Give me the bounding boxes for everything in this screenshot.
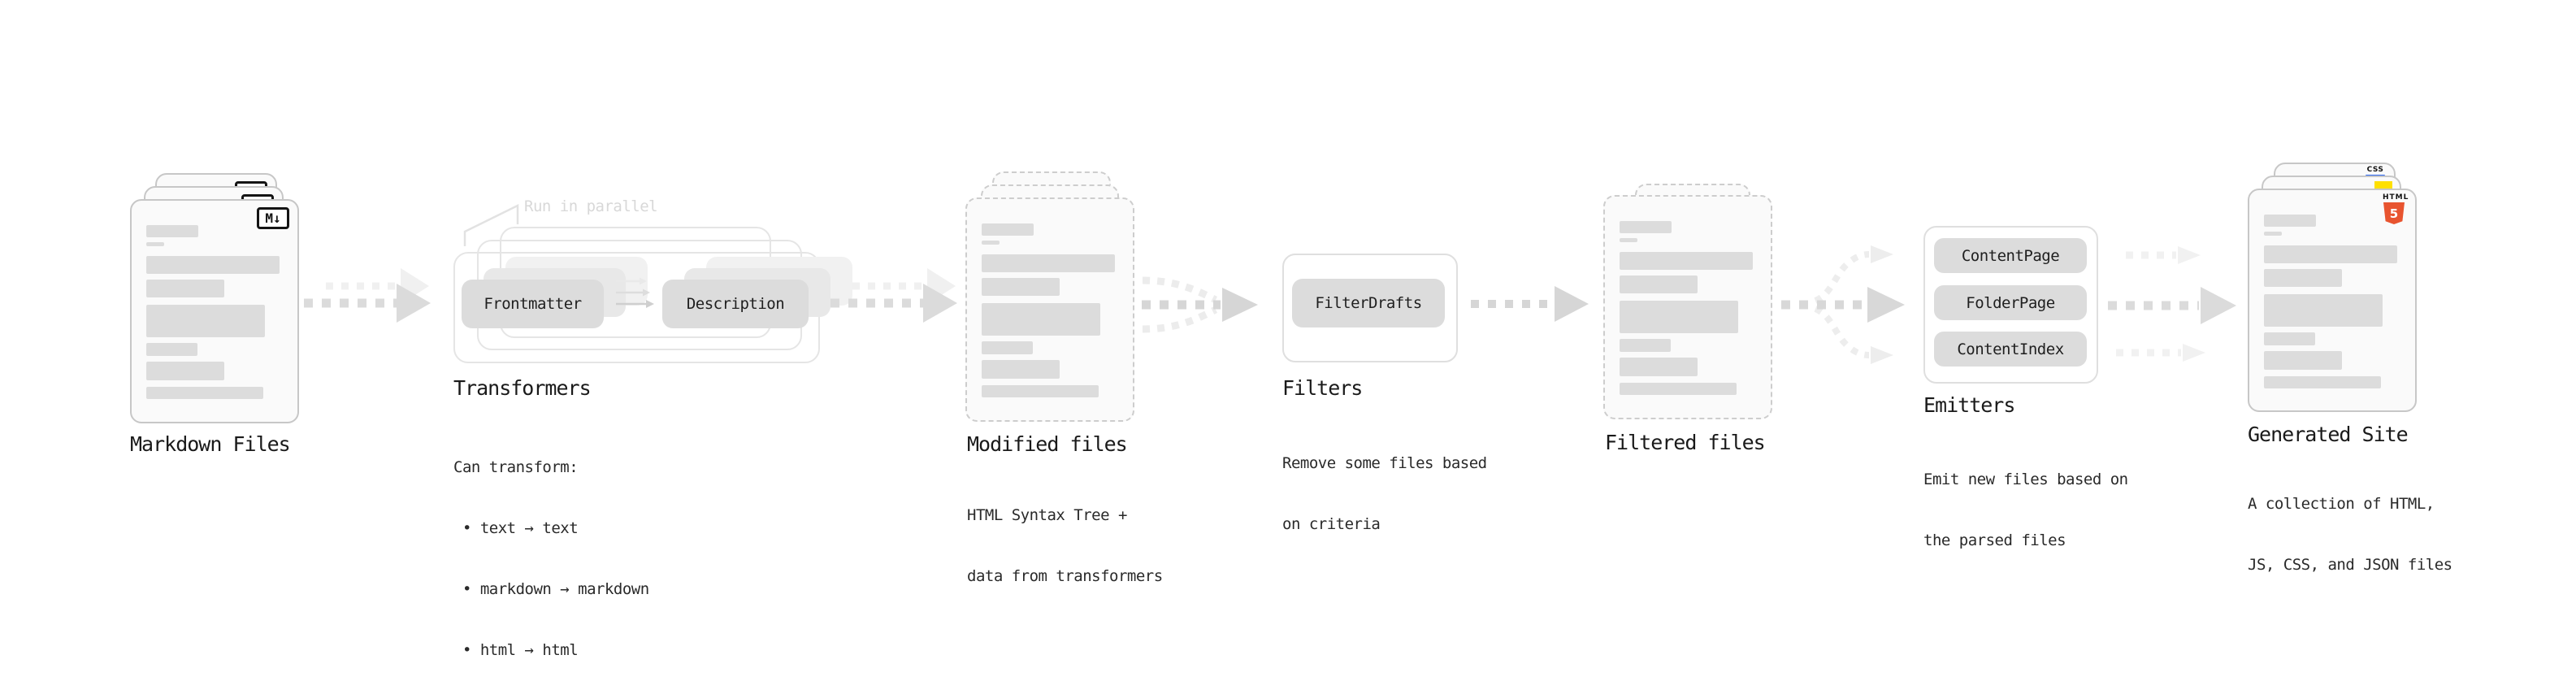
stage-title-modified-files: Modified files <box>967 432 1128 456</box>
filters-note: Remove some files based on criteria <box>1282 454 1487 533</box>
transformer-pill-frontmatter: Frontmatter <box>462 280 604 328</box>
filter-pill-filterdrafts: FilterDrafts <box>1292 279 1445 327</box>
doc-content-placeholder <box>2264 294 2383 327</box>
emitters-note: Emit new files based on the parsed files <box>1923 471 2128 549</box>
emitter-pill-folderpage: FolderPage <box>1934 285 2087 320</box>
callout-line <box>463 203 519 246</box>
doc-content-placeholder <box>2264 215 2316 227</box>
flow-arrow-filters-to-filtered <box>1471 286 1589 322</box>
doc-content-placeholder <box>982 223 1034 236</box>
flow-arrow-transformers-to-modified <box>830 268 957 323</box>
stage-title-emitters: Emitters <box>1923 393 2015 417</box>
doc-content-placeholder <box>1620 275 1698 293</box>
doc-content-placeholder <box>146 256 280 274</box>
flow-arrow-emitters-to-site <box>2108 246 2236 362</box>
doc-content-placeholder <box>1620 238 1637 242</box>
markdown-icon: M↓ <box>257 207 289 229</box>
html5-icon: HTML 5 <box>2383 194 2408 224</box>
doc-content-placeholder <box>146 387 263 399</box>
stage-title-filtered-files: Filtered files <box>1605 431 1766 454</box>
doc-content-placeholder <box>1620 301 1738 333</box>
doc-content-placeholder <box>982 341 1033 354</box>
doc-content-placeholder <box>1620 383 1737 395</box>
flow-arrow-filtered-to-emitters <box>1781 245 1905 364</box>
doc-content-placeholder <box>982 254 1115 272</box>
doc-content-placeholder <box>146 280 224 297</box>
doc-content-placeholder <box>982 303 1100 336</box>
site-file-sheet-html: HTML 5 <box>2248 189 2417 412</box>
markdown-file-sheet-front: M↓ <box>130 199 299 423</box>
filtered-file-sheet-front <box>1603 195 1772 419</box>
run-in-parallel-label: Run in parallel <box>524 197 658 215</box>
doc-content-placeholder <box>1620 252 1753 270</box>
doc-content-placeholder <box>1620 221 1672 233</box>
stage-title-markdown-files: Markdown Files <box>130 432 291 456</box>
doc-content-placeholder <box>2264 351 2342 370</box>
doc-content-placeholder <box>2264 245 2397 263</box>
flow-arrow-modified-to-filters <box>1142 276 1258 333</box>
doc-content-placeholder <box>146 305 265 337</box>
doc-content-placeholder <box>982 278 1060 296</box>
doc-content-placeholder <box>1620 339 1671 352</box>
doc-content-placeholder <box>146 343 197 356</box>
doc-content-placeholder <box>982 241 1000 245</box>
doc-content-placeholder <box>982 385 1099 397</box>
flow-arrow-markdown-to-transformers <box>304 268 431 323</box>
emitter-pill-contentpage: ContentPage <box>1934 238 2087 273</box>
doc-content-placeholder <box>146 362 224 380</box>
emitter-pill-contentindex: ContentIndex <box>1934 332 2087 367</box>
doc-content-placeholder <box>2264 376 2381 388</box>
parallel-run-arrows <box>616 277 654 308</box>
doc-content-placeholder <box>2264 332 2315 345</box>
doc-content-placeholder <box>1620 358 1698 376</box>
generated-site-note: A collection of HTML, JS, CSS, and JSON … <box>2248 495 2452 574</box>
js-icon <box>2374 181 2392 190</box>
stage-title-transformers: Transformers <box>453 376 592 400</box>
doc-content-placeholder <box>2264 269 2342 287</box>
doc-content-placeholder <box>982 360 1060 379</box>
stage-title-filters: Filters <box>1282 376 1363 400</box>
transformers-note: Can transform: • text → text • markdown … <box>453 458 649 659</box>
transformer-pill-description: Description <box>662 280 809 328</box>
doc-content-placeholder <box>2264 232 2282 236</box>
stage-title-generated-site: Generated Site <box>2248 423 2409 446</box>
modified-file-sheet-front <box>965 197 1134 422</box>
doc-content-placeholder <box>146 242 164 246</box>
doc-content-placeholder <box>146 225 198 237</box>
modified-files-note: HTML Syntax Tree + data from transformer… <box>967 506 1163 585</box>
